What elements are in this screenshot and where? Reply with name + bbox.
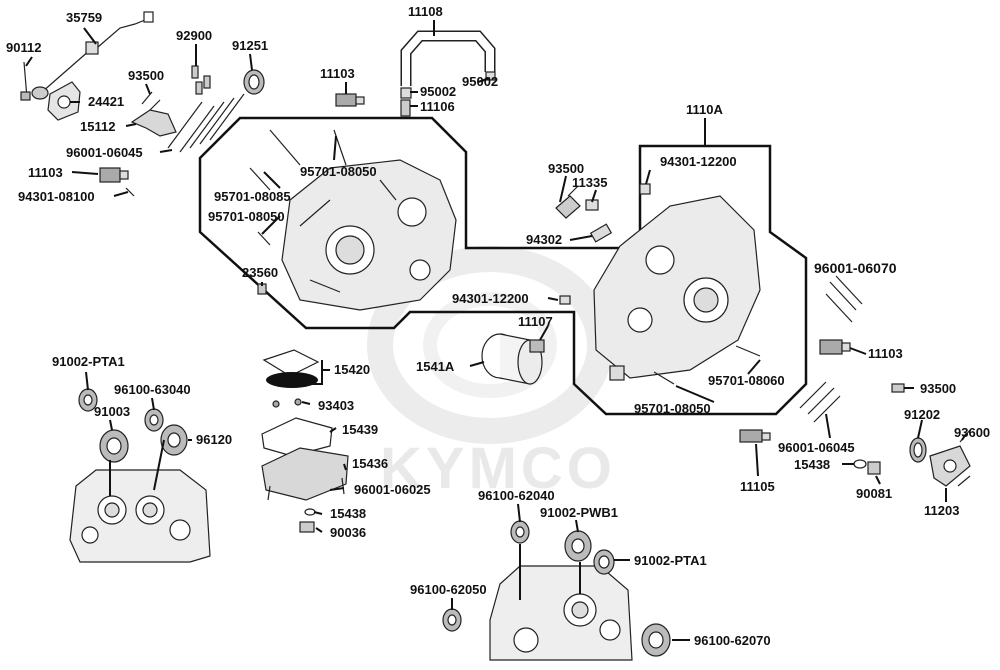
dowel-pins-92900 <box>191 65 211 95</box>
leader-lines <box>25 20 967 641</box>
oil-sensor-assembly <box>31 11 154 100</box>
guide-15112 <box>130 91 177 137</box>
label-94301-08100: 94301-08100 <box>18 189 95 204</box>
label-11335: 11335 <box>572 175 607 190</box>
label-11105: 11105 <box>740 479 775 494</box>
label-95701-08050-bot: 95701-08050 <box>634 401 711 416</box>
label-95701-08085: 95701-08085 <box>214 189 291 204</box>
bolt-90112 <box>20 61 31 101</box>
label-15436: 15436 <box>352 456 388 471</box>
label-11107: 11107 <box>518 314 553 329</box>
plug-90081 <box>867 461 881 475</box>
label-15438-right: 15438 <box>794 457 830 472</box>
label-96001-06025: 96001-06025 <box>354 482 431 497</box>
bolt-set-96001-06070 <box>825 275 863 323</box>
screws-93403 <box>272 398 302 408</box>
label-91251: 91251 <box>232 38 268 53</box>
bolt-93500-right <box>891 383 905 393</box>
label-96100-62040: 96100-62040 <box>478 488 555 503</box>
label-91002-PWB1: 91002-PWB1 <box>540 505 618 520</box>
label-35759: 35759 <box>66 10 102 25</box>
stud-11103-left <box>99 167 129 183</box>
label-93500-top: 93500 <box>128 68 164 83</box>
label-92900: 92900 <box>176 28 212 43</box>
label-11203: 11203 <box>924 503 959 518</box>
oil-filter-1541A <box>481 333 545 385</box>
bolt-set-96001-06045-top <box>167 93 245 153</box>
bearing-crankcase-left <box>69 388 211 563</box>
label-94301-12200-top: 94301-12200 <box>660 154 737 169</box>
label-95701-08060: 95701-08060 <box>708 373 785 388</box>
label-95002-left: 95002 <box>420 84 456 99</box>
label-96001-06045-bot: 96001-06045 <box>778 440 855 455</box>
label-90036: 90036 <box>330 525 366 540</box>
label-95701-08050-top: 95701-08050 <box>300 164 377 179</box>
label-23560: 23560 <box>242 265 278 280</box>
pin-94301-12200-top <box>639 183 651 195</box>
label-93500-mid: 93500 <box>548 161 584 176</box>
left-crankcase-outline <box>198 116 808 416</box>
label-95002-right: 95002 <box>462 74 498 89</box>
label-15420: 15420 <box>334 362 370 377</box>
left-crankcase-half <box>249 129 457 311</box>
label-96100-63040: 96100-63040 <box>114 382 191 397</box>
bearing-crankcase-bottom <box>442 520 671 661</box>
bolt-94301-08100 <box>125 187 135 197</box>
stud-11105 <box>739 429 771 443</box>
oil-pan-15436 <box>261 447 349 501</box>
pin-94301-12200-mid <box>559 295 571 305</box>
pin-94302 <box>589 223 613 243</box>
label-96001-06045-top: 96001-06045 <box>66 145 143 160</box>
label-1541A: 1541A <box>416 359 455 374</box>
breather-tube-11108 <box>400 30 496 117</box>
label-93600: 93600 <box>954 425 990 440</box>
strainer-cap-15420 <box>262 349 320 388</box>
label-15439: 15439 <box>342 422 378 437</box>
label-94302: 94302 <box>526 232 562 247</box>
label-90081: 90081 <box>856 486 892 501</box>
plate-11203 <box>929 429 971 487</box>
label-24421: 24421 <box>88 94 124 109</box>
label-91202: 91202 <box>904 407 940 422</box>
stud-11103-right <box>819 339 851 355</box>
washer-15438-right <box>853 459 867 469</box>
right-crankcase-half <box>593 195 761 385</box>
label-91002-PTA1-right: 91002-PTA1 <box>634 553 707 568</box>
washer-and-plug <box>299 508 316 533</box>
label-96100-62070: 96100-62070 <box>694 633 771 648</box>
label-90112: 90112 <box>6 40 41 55</box>
label-11108: 11108 <box>408 4 443 19</box>
label-11106: 11106 <box>420 99 455 114</box>
label-93500-right: 93500 <box>920 381 956 396</box>
label-11103-top: 11103 <box>320 66 355 81</box>
bracket-93500-11335 <box>555 185 599 219</box>
gasket-15439 <box>261 417 333 457</box>
oil-seal-91251 <box>243 69 265 95</box>
label-96001-06070: 96001-06070 <box>814 260 897 276</box>
label-15112: 15112 <box>80 119 115 134</box>
seal-91202 <box>909 437 927 463</box>
label-91002-PTA1-left: 91002-PTA1 <box>52 354 125 369</box>
stud-11103-top <box>335 93 365 107</box>
part-labels: 35759 90112 24421 93500 15112 92900 9125… <box>6 4 990 648</box>
label-94301-12200-mid: 94301-12200 <box>452 291 529 306</box>
label-15438-mid: 15438 <box>330 506 366 521</box>
label-1110A: 1110A <box>686 102 723 117</box>
label-96120: 96120 <box>196 432 232 447</box>
label-11103-right: 11103 <box>868 346 903 361</box>
bolt-set-96001-06045-bot <box>799 381 841 423</box>
label-95701-08050-mid: 95701-08050 <box>208 209 285 224</box>
label-96100-62050: 96100-62050 <box>410 582 487 597</box>
label-93403: 93403 <box>318 398 354 413</box>
label-11103-left: 11103 <box>28 165 63 180</box>
watermark-text: KYMCO <box>380 436 616 501</box>
label-91003: 91003 <box>94 404 130 419</box>
